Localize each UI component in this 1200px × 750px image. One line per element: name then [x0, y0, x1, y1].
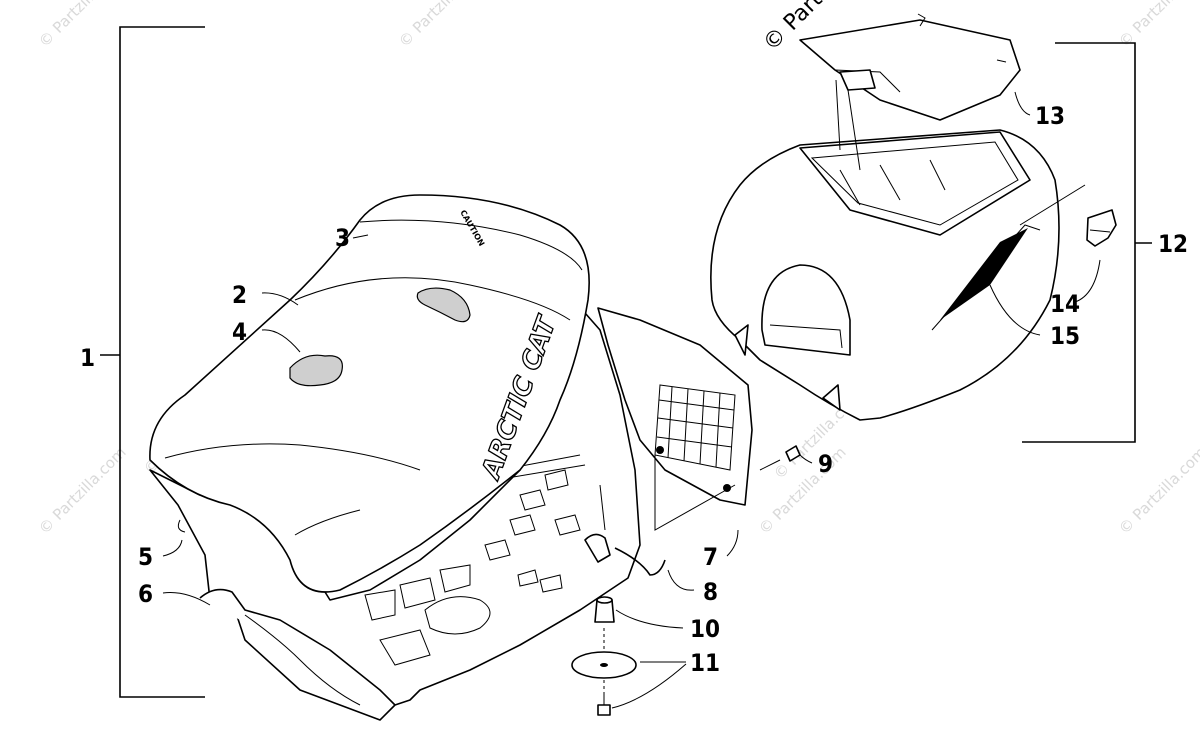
- watermark: © Partzilla.com: [35, 443, 130, 538]
- callout-3: 3: [335, 224, 350, 252]
- seat-patch: [289, 354, 343, 387]
- screw-11: [597, 695, 611, 716]
- storage-lid: [799, 13, 1021, 121]
- callout-12: 12: [1158, 230, 1188, 258]
- callout-14: 14: [1050, 290, 1080, 318]
- cargo-net: [654, 384, 736, 471]
- callout-15: 15: [1050, 322, 1080, 350]
- seat-assembly: CAUTION ARCTIC CAT: [149, 194, 753, 721]
- watermark: © Partzilla.com: [1115, 443, 1200, 538]
- storage-box: [710, 129, 1060, 421]
- seat-strap: [416, 287, 471, 323]
- callout-13: 13: [1035, 102, 1065, 130]
- callout-6: 6: [138, 580, 153, 608]
- callout-10: 10: [690, 615, 720, 643]
- callout-8: 8: [703, 578, 718, 606]
- grommet-10: [594, 596, 615, 623]
- seat-latch: [584, 533, 611, 563]
- clip-14: [1086, 209, 1117, 247]
- callout-9: 9: [818, 450, 833, 478]
- callouts: 1 2 3 4 5 6 7 8 9 10 11 12 13 14 15: [80, 102, 1188, 677]
- callout-1: 1: [80, 344, 95, 372]
- callout-5: 5: [138, 543, 153, 571]
- callout-11: 11: [690, 649, 720, 677]
- watermark: © Partzilla.com: [395, 0, 490, 51]
- callout-4: 4: [232, 318, 247, 346]
- box-decal: [940, 228, 1028, 320]
- leader-lines: [100, 26, 1152, 709]
- watermark: © Partzilla.com: [35, 0, 130, 51]
- callout-2: 2: [232, 281, 247, 309]
- callout-7: 7: [703, 543, 718, 571]
- washer-11: [571, 651, 637, 679]
